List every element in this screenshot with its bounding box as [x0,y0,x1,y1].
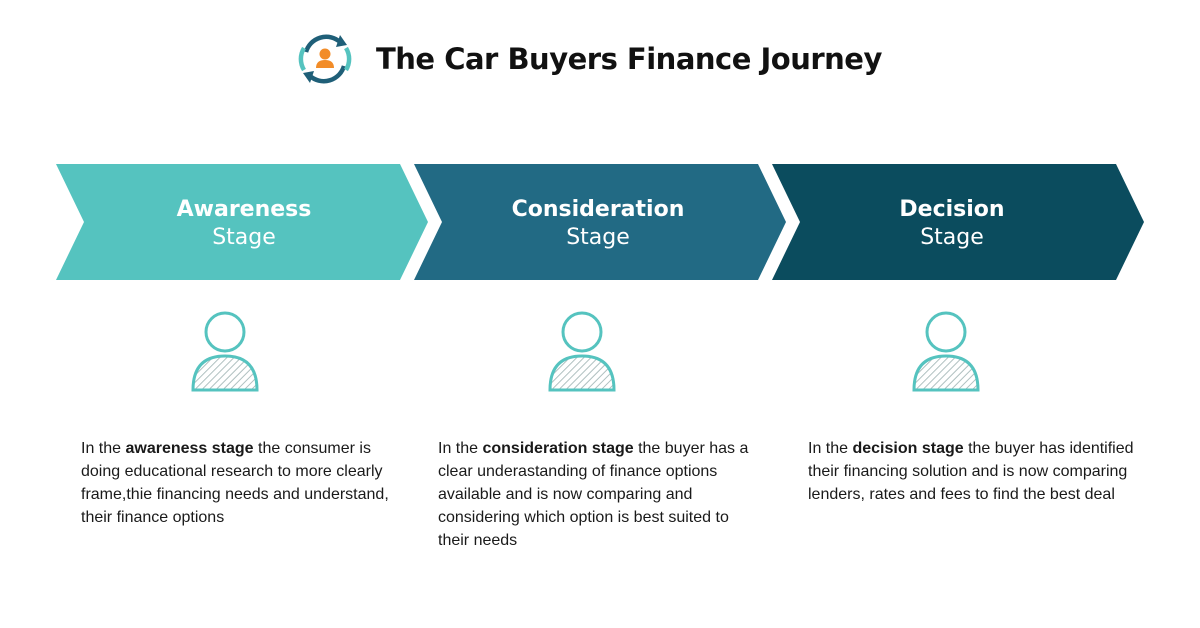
stage-subtitle: Stage [920,225,984,250]
stage-label-consideration: Consideration Stage [478,196,718,252]
page-title: The Car Buyers Finance Journey [376,42,882,76]
stage-title: Decision [899,197,1005,222]
stage-title: Consideration [511,197,685,222]
awareness-description: In the awareness stage the consumer is d… [81,437,391,529]
desc-bold: decision stage [852,440,964,457]
desc-text: the consumer is doing educational resear… [81,440,389,526]
awareness-chevron [56,164,428,280]
person-icon [191,311,259,392]
desc-text: the buyer has a clear underastanding of … [438,440,749,549]
person-icon [548,311,616,392]
person-icon [912,311,980,392]
desc-bold: consideration stage [482,440,634,457]
person-cycle-icon [298,34,352,84]
desc-prefix: In the [81,440,126,457]
desc-bold: awareness stage [125,440,254,457]
desc-prefix: In the [438,440,483,457]
header: The Car Buyers Finance Journey [296,30,882,88]
stage-subtitle: Stage [212,225,276,250]
desc-prefix: In the [808,440,853,457]
stage-subtitle: Stage [566,225,630,250]
decision-chevron [772,164,1144,280]
stage-title: Awareness [176,197,312,222]
consideration-description: In the consideration stage the buyer has… [438,437,756,552]
decision-description: In the decision stage the buyer has iden… [808,437,1138,506]
consideration-chevron [414,164,786,280]
stage-label-awareness: Awareness Stage [124,196,364,252]
stage-label-decision: Decision Stage [832,196,1072,252]
desc-text: the buyer has identified their financing… [808,440,1134,503]
